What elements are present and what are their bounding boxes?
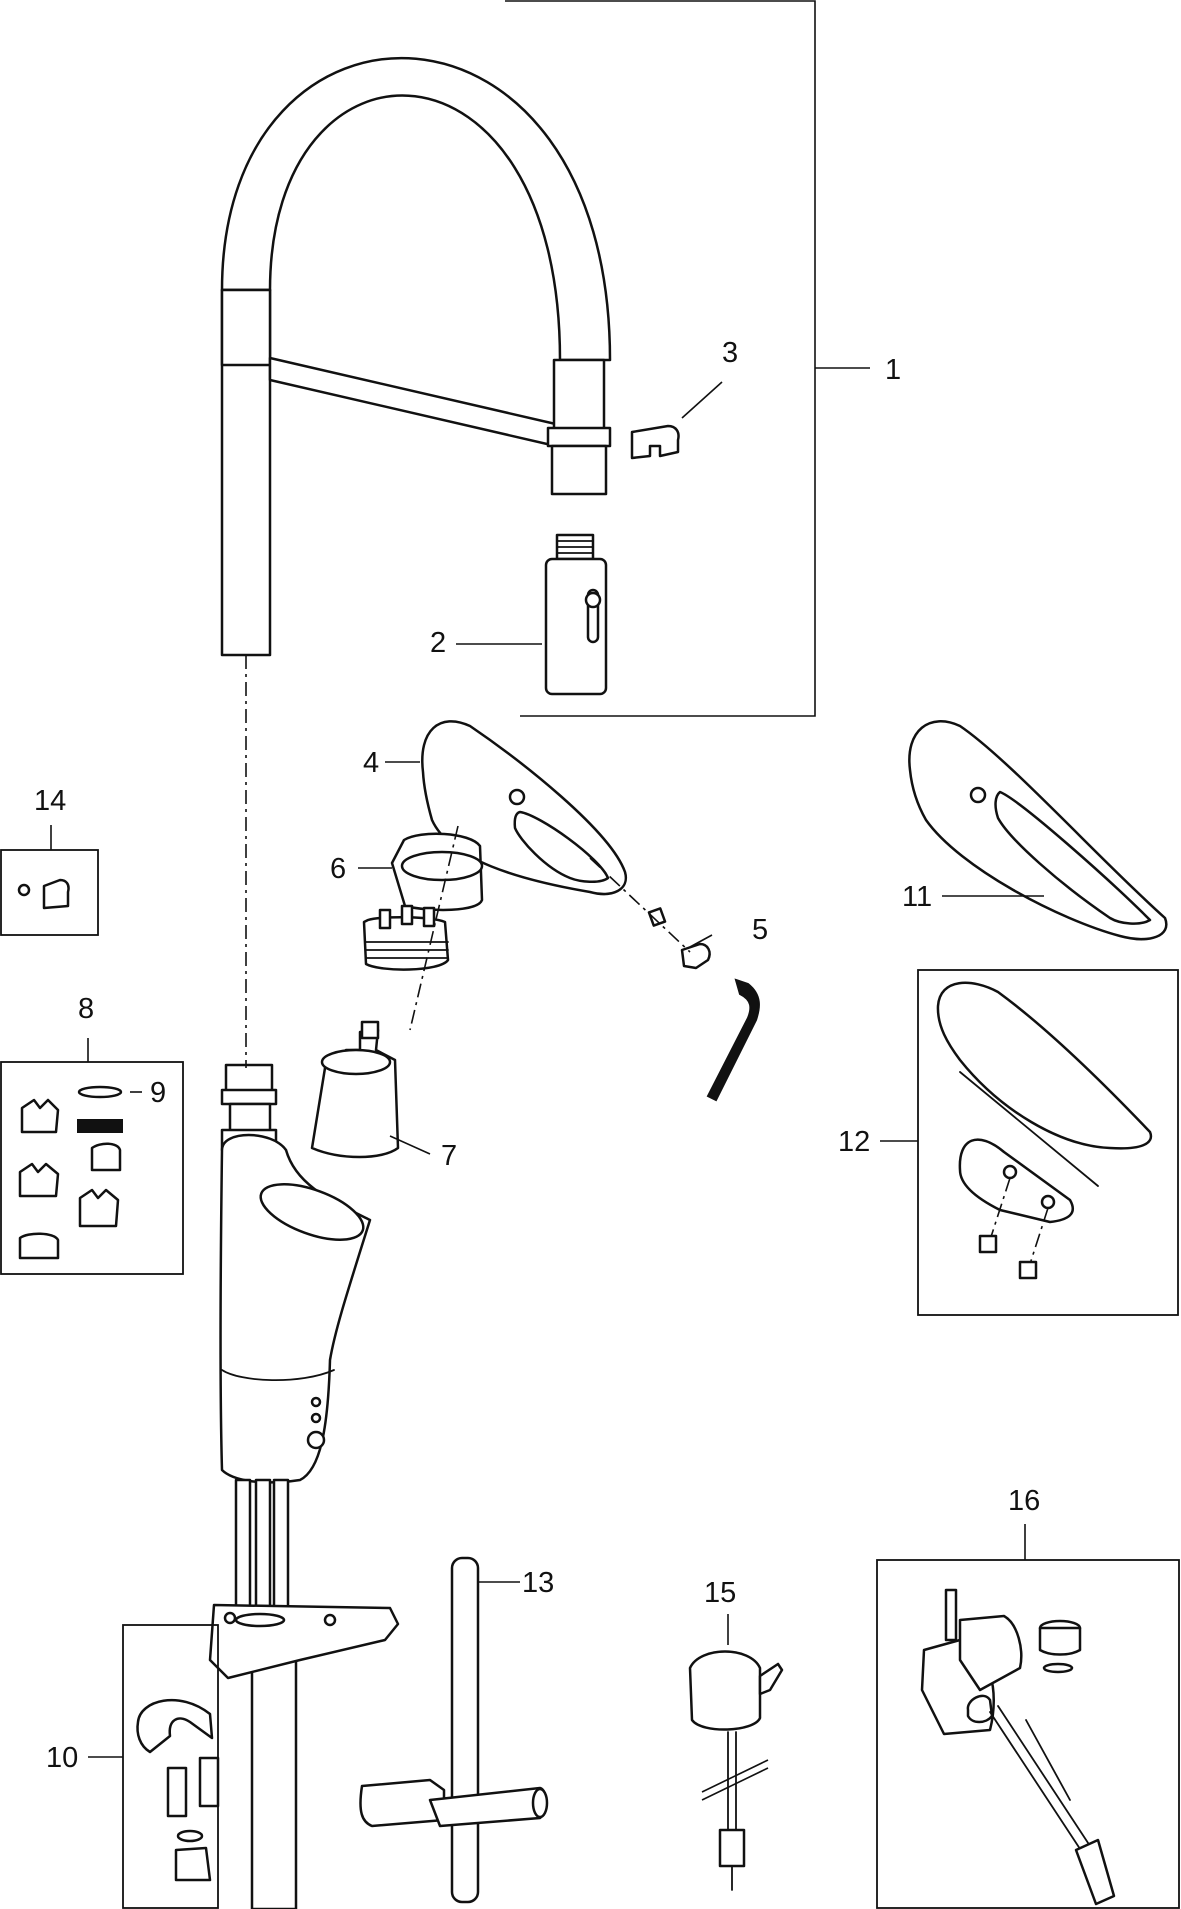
box-16 (876, 1524, 1180, 1909)
clip-part (630, 424, 680, 460)
callout-16: 16 (1008, 1485, 1040, 1517)
power-adapter (688, 1614, 784, 1891)
assembly-axis-lines (245, 655, 691, 1068)
callout-4: 4 (363, 747, 379, 779)
callout-labels: 1 2 3 4 5 6 7 8 9 10 11 12 13 14 15 16 (34, 337, 1040, 1774)
callout-10: 10 (46, 1742, 78, 1774)
screw-and-key (647, 907, 760, 1102)
spray-head (544, 533, 608, 696)
assembly-1-bracket (505, 0, 870, 717)
box-14 (0, 825, 99, 936)
box-12 (880, 969, 1179, 1316)
cap-ring (390, 832, 484, 912)
box-10 (88, 1624, 220, 1909)
callout-6: 6 (330, 853, 346, 885)
callout-9: 9 (150, 1077, 166, 1109)
callout-8: 8 (78, 993, 94, 1025)
threaded-nut (362, 904, 450, 971)
cartridge (310, 1020, 400, 1159)
alternate-lever (908, 720, 1168, 941)
mounting-rod (359, 1556, 549, 1904)
callout-2: 2 (430, 627, 446, 659)
callout-5: 5 (752, 914, 768, 946)
callout-leaders (358, 381, 1044, 1155)
callout-11: 11 (902, 881, 932, 913)
callout-12: 12 (838, 1126, 870, 1158)
callout-7: 7 (441, 1140, 457, 1172)
callout-15: 15 (704, 1577, 736, 1609)
callout-13: 13 (522, 1567, 554, 1599)
spout-assembly (220, 56, 612, 657)
callout-3: 3 (722, 337, 738, 369)
callout-1: 1 (885, 354, 901, 386)
box-8 (0, 1038, 184, 1275)
mounting-plate (208, 1603, 400, 1680)
callout-14: 14 (34, 785, 66, 817)
faucet-body (219, 1063, 372, 1909)
